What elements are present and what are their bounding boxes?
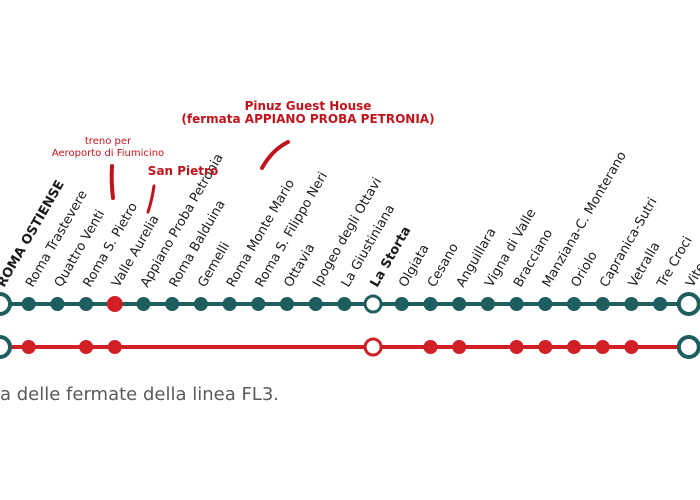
- airport-annotation-line-1: treno per: [85, 136, 132, 147]
- green-stop-marker: [423, 297, 438, 311]
- green-stop-marker: [308, 297, 323, 311]
- diagram-caption: a delle fermate della linea FL3.: [0, 384, 280, 405]
- station-label: Oriolo: [568, 249, 600, 290]
- red-stop-marker: [509, 340, 524, 354]
- guest-house-annotation-line-1: Pinuz Guest House: [245, 99, 372, 113]
- airport-annotation-stroke: [109, 164, 115, 200]
- green-stop-marker: [136, 297, 151, 311]
- green-stop-marker: [280, 297, 294, 311]
- green-stop-marker: [337, 297, 352, 311]
- handwritten-annotations: treno per Aeroporto di Fiumicino San Pie…: [52, 99, 435, 214]
- guest-house-annotation-stroke: [260, 140, 290, 170]
- green-stop-marker: [394, 297, 409, 311]
- green-terminus-marker: [0, 292, 12, 316]
- red-stop-marker: [79, 340, 94, 354]
- red-line: [0, 335, 700, 359]
- green-stop-marker: [653, 297, 668, 311]
- san-pietro-annotation-stroke: [146, 184, 156, 214]
- red-stop-marker: [107, 340, 122, 354]
- green-stop-highlight-marker: [106, 296, 123, 312]
- red-stop-marker: [624, 340, 639, 354]
- green-stop-marker: [538, 297, 553, 311]
- green-stop-marker: [251, 297, 266, 311]
- green-stop-marker: [624, 297, 639, 311]
- green-interchange-marker: [363, 294, 383, 314]
- green-stop-marker: [480, 297, 495, 311]
- green-stop-marker: [452, 297, 467, 311]
- green-stop-marker: [193, 297, 208, 311]
- red-interchange-marker: [363, 337, 383, 357]
- green-line: [0, 292, 700, 316]
- red-stop-marker: [567, 340, 581, 354]
- green-stop-marker: [50, 297, 65, 311]
- green-stop-marker: [165, 297, 180, 311]
- station-label: Viterbo Porta Fiorentina: [683, 150, 700, 290]
- red-stop-marker: [538, 340, 553, 354]
- red-stop-marker: [595, 340, 610, 354]
- green-terminus-marker: [676, 292, 700, 316]
- green-stop-marker: [567, 297, 581, 311]
- red-terminus-marker: [676, 335, 700, 359]
- red-stop-marker: [21, 340, 36, 354]
- red-terminus-marker: [0, 335, 12, 359]
- san-pietro-annotation: San Pietro: [148, 164, 218, 178]
- green-stop-marker: [21, 297, 36, 311]
- green-stop-marker: [595, 297, 610, 311]
- green-stop-marker: [509, 297, 524, 311]
- red-stop-marker: [452, 340, 467, 354]
- green-stop-marker: [222, 297, 237, 311]
- guest-house-annotation-line-2: (fermata APPIANO PROBA PETRONIA): [181, 112, 434, 126]
- green-stop-marker: [79, 297, 94, 311]
- airport-annotation-line-2: Aeroporto di Fiumicino: [52, 148, 164, 159]
- red-stop-marker: [423, 340, 438, 354]
